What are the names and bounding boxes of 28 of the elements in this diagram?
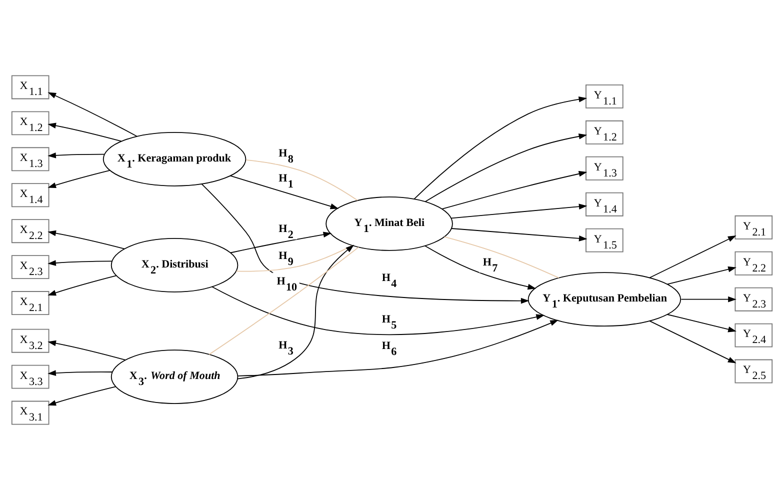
arrow [212,286,545,335]
arrow [424,244,536,290]
arrow [48,230,125,249]
arrow [230,174,339,209]
arrow [48,170,110,188]
arrow [442,170,588,209]
arrow [230,231,332,253]
arrow [48,370,113,376]
arrow [414,96,588,199]
arrow [666,266,736,284]
arrow [666,314,736,332]
arrow [680,296,736,302]
arrow [48,92,138,136]
arrow [48,122,122,142]
arrow [48,386,116,406]
arrow [649,234,736,278]
connector [444,236,560,278]
arrow [48,152,105,158]
arrow [48,274,117,296]
arrow [450,203,588,218]
arrow [424,133,588,202]
arrow [451,228,588,241]
arrow [48,340,126,360]
arrow [201,183,530,304]
arrow [649,320,736,363]
arrow [48,260,112,266]
arrow [237,319,558,376]
connector [246,158,358,200]
